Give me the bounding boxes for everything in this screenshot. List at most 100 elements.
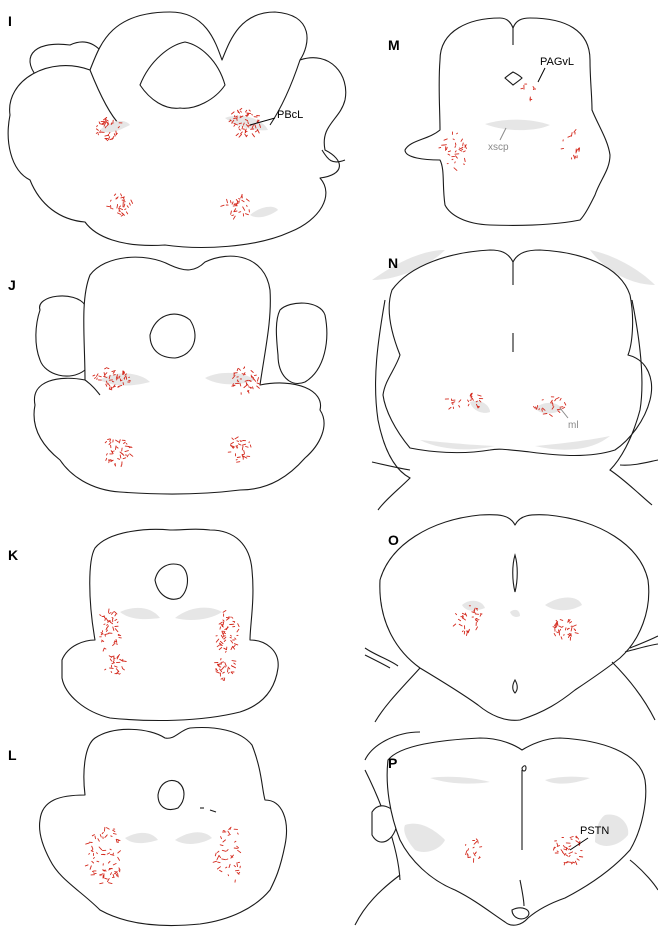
- labeled-fiber: [95, 836, 96, 839]
- labeled-fiber: [569, 634, 571, 635]
- labeled-fiber: [107, 206, 110, 207]
- labeled-fiber: [105, 649, 106, 650]
- labeled-fiber: [476, 839, 477, 840]
- labeled-fiber: [111, 200, 112, 201]
- labeled-fiber: [220, 627, 221, 629]
- labeled-fiber: [228, 875, 229, 876]
- section-J: J: [8, 256, 327, 494]
- labeled-fiber: [557, 632, 558, 633]
- labeled-fiber: [455, 143, 456, 145]
- labeled-fiber: [559, 630, 560, 633]
- labeled-fiber: [239, 123, 241, 124]
- labeled-fiber: [104, 827, 105, 831]
- section-K: K: [8, 529, 278, 720]
- labeled-fiber: [521, 88, 523, 89]
- panel-label-N: N: [388, 255, 398, 271]
- section-O: O: [365, 515, 658, 722]
- labeled-fiber: [118, 873, 119, 877]
- labeled-fiber: [237, 462, 240, 463]
- labeled-fiber: [455, 146, 456, 148]
- panel-label-M: M: [388, 37, 400, 53]
- labeled-fiber: [232, 661, 236, 662]
- labeled-fiber: [110, 849, 111, 850]
- labeled-fiber: [248, 122, 249, 124]
- labeled-fiber: [565, 628, 566, 630]
- labeled-fiber: [568, 862, 572, 863]
- labeled-fiber: [453, 139, 454, 140]
- labeled-fiber: [111, 672, 112, 673]
- panel-label-O: O: [388, 532, 399, 548]
- labeled-fiber: [102, 641, 103, 642]
- labeled-fiber: [237, 863, 238, 867]
- labeled-fiber: [575, 629, 576, 630]
- labeled-fiber: [228, 617, 229, 618]
- labeled-fiber: [247, 113, 251, 114]
- labeled-fiber: [239, 201, 240, 203]
- labeled-fiber: [107, 835, 108, 836]
- labeled-fiber: [223, 622, 224, 625]
- labeled-fiber: [97, 126, 98, 127]
- section-N: N ml: [372, 250, 658, 510]
- label-xscp: xscp: [488, 142, 509, 153]
- labeled-fiber: [230, 637, 231, 638]
- section-P: P PSTN: [355, 732, 658, 925]
- labeled-fiber: [539, 409, 540, 410]
- labeled-fiber: [473, 847, 474, 848]
- labeled-fiber: [240, 116, 241, 117]
- labeled-fiber: [257, 121, 258, 122]
- label-pstn: PSTN: [580, 825, 609, 837]
- labeled-fiber: [247, 205, 248, 206]
- labeled-fiber: [253, 387, 254, 389]
- labeled-fiber: [476, 620, 479, 621]
- labeled-fiber: [462, 147, 463, 148]
- labeled-fiber: [232, 665, 233, 666]
- labeled-fiber: [221, 662, 224, 663]
- labeled-fiber: [101, 633, 103, 634]
- labeled-fiber: [223, 679, 224, 680]
- labeled-fiber: [111, 123, 112, 125]
- labeled-fiber: [112, 656, 115, 657]
- labeled-fiber: [554, 848, 556, 849]
- labeled-fiber: [471, 395, 472, 399]
- label-pbcl: PBcL: [277, 109, 303, 121]
- labeled-fiber: [452, 159, 453, 160]
- labeled-fiber: [104, 624, 105, 625]
- labeled-fiber: [567, 629, 568, 630]
- labeled-fiber: [123, 661, 126, 662]
- labeled-fiber: [228, 672, 229, 673]
- labeled-fiber: [462, 631, 463, 632]
- section-I: I PBcL: [8, 12, 346, 247]
- labeled-fiber: [248, 391, 249, 392]
- section-L: L: [8, 728, 286, 926]
- labeled-fiber: [237, 457, 240, 458]
- labeled-fiber: [112, 451, 114, 452]
- labeled-fiber: [97, 853, 98, 854]
- labeled-fiber: [561, 148, 564, 149]
- labeled-fiber: [107, 625, 108, 626]
- labeled-fiber: [543, 414, 547, 415]
- panel-label-K: K: [8, 547, 18, 563]
- labeled-fiber: [105, 634, 106, 636]
- labeled-fiber: [572, 133, 573, 137]
- label-pagvl: PAGvL: [540, 56, 574, 68]
- labeled-fiber: [218, 862, 220, 863]
- labeled-fiber: [119, 674, 120, 675]
- labeled-fiber: [115, 463, 116, 466]
- labeled-fiber: [557, 851, 558, 852]
- labeled-fiber: [244, 368, 245, 369]
- labeled-fiber: [237, 441, 239, 442]
- labeled-fiber: [109, 132, 110, 133]
- labeled-fiber: [579, 857, 582, 858]
- labeled-fiber: [125, 209, 126, 210]
- panel-label-J: J: [8, 277, 16, 293]
- labeled-fiber: [240, 441, 241, 442]
- panel-label-L: L: [8, 747, 17, 763]
- panel-label-P: P: [388, 755, 397, 771]
- labeled-fiber: [231, 635, 232, 636]
- labeled-fiber: [224, 633, 225, 634]
- labeled-fiber: [238, 381, 239, 382]
- labeled-fiber: [232, 215, 234, 216]
- labeled-fiber: [97, 861, 99, 862]
- labeled-fiber: [238, 833, 239, 834]
